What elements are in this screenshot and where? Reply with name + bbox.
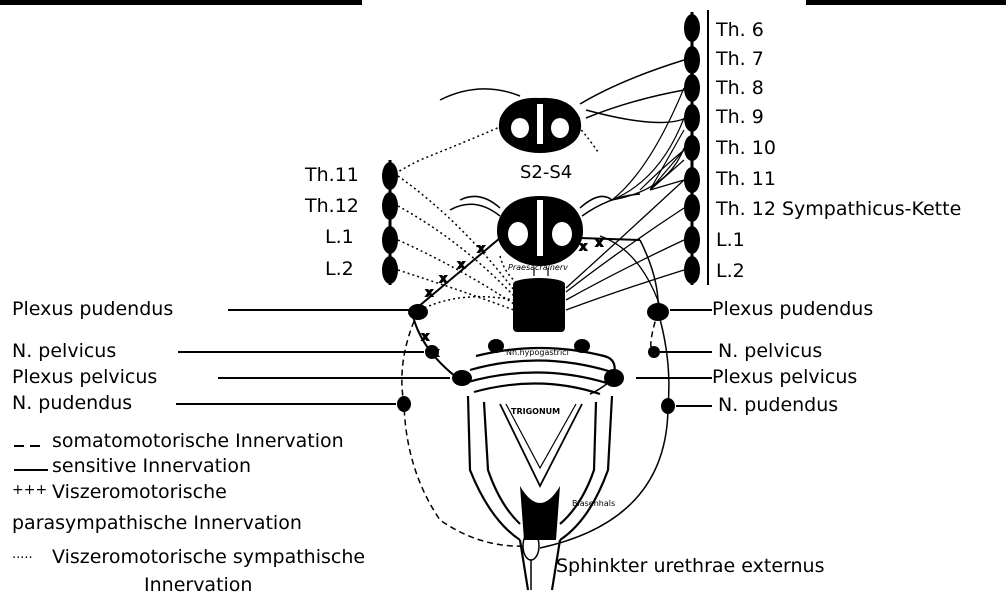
right-sympathetic-chain bbox=[684, 10, 708, 285]
label-right-plexus-pudendus: Plexus pudendus bbox=[712, 300, 873, 319]
bladder-neck-fill bbox=[520, 486, 560, 540]
label-nn-hypogastrici: Nn.hypogastrici bbox=[506, 349, 569, 357]
right-pointer-lines bbox=[636, 310, 712, 406]
legend-sensitive: sensitive Innervation bbox=[52, 457, 251, 476]
label-trigonum: TRIGONUM bbox=[511, 408, 560, 416]
label-left-plexus-pudendus: Plexus pudendus bbox=[12, 300, 173, 319]
svg-text:x: x bbox=[422, 330, 429, 343]
legend-sympathetic: Viszeromotorische sympathische bbox=[52, 548, 365, 567]
label-l1-right: L.1 bbox=[716, 231, 745, 250]
legend-sympathetic-innervation: Innervation bbox=[144, 576, 252, 595]
svg-text:x: x bbox=[580, 240, 587, 253]
legend-symbols bbox=[14, 446, 48, 470]
bladder bbox=[468, 348, 615, 590]
presacral-ganglion bbox=[513, 278, 565, 332]
label-l2-left: L.2 bbox=[325, 260, 354, 279]
label-th8: Th. 8 bbox=[716, 79, 764, 98]
svg-text:x: x bbox=[478, 242, 485, 255]
label-th7: Th. 7 bbox=[716, 50, 764, 69]
label-l1-left: L.1 bbox=[325, 228, 354, 247]
label-sphincter: Sphinkter urethrae externus bbox=[556, 557, 824, 576]
label-right-n-pelvicus: N. pelvicus bbox=[718, 342, 822, 361]
label-th11-left: Th.11 bbox=[305, 166, 359, 185]
legend-sympathetic-symbol: ..... bbox=[12, 548, 33, 561]
label-l2-right: L.2 bbox=[716, 262, 745, 281]
sphincter bbox=[523, 532, 539, 590]
label-th6: Th. 6 bbox=[716, 21, 764, 40]
label-praesacralnerv: Praesacralnerv bbox=[508, 264, 568, 272]
label-left-n-pudendus: N. pudendus bbox=[12, 394, 132, 413]
label-blasenhals: Blasenhals bbox=[572, 500, 615, 508]
svg-text:x: x bbox=[596, 236, 603, 249]
label-spinal-segment: S2-S4 bbox=[520, 164, 572, 182]
label-th11-right: Th. 11 bbox=[716, 170, 776, 189]
legend-visceromotor-symbol: +++ bbox=[12, 483, 47, 497]
svg-text:x: x bbox=[458, 258, 465, 271]
label-th9: Th. 9 bbox=[716, 108, 764, 127]
legend-somatomotoric: somatomotorische Innervation bbox=[52, 432, 344, 451]
label-right-plexus-pelvicus: Plexus pelvicus bbox=[712, 368, 857, 387]
top-border-bars bbox=[0, 0, 1006, 5]
label-left-plexus-pelvicus: Plexus pelvicus bbox=[12, 368, 157, 387]
label-th10: Th. 10 bbox=[716, 139, 776, 158]
label-th12-sympathicus: Th. 12 Sympathicus-Kette bbox=[716, 200, 961, 219]
left-sympathetic-chain bbox=[382, 160, 398, 285]
label-th12-left: Th.12 bbox=[305, 197, 359, 216]
legend-parasympathetic: parasympathische Innervation bbox=[12, 514, 302, 533]
left-pointer-lines bbox=[176, 310, 450, 404]
svg-text:x: x bbox=[426, 286, 433, 299]
legend-visceromotor: Viszeromotorische bbox=[52, 483, 227, 502]
left-plexus-nodes bbox=[397, 304, 472, 412]
label-left-n-pelvicus: N. pelvicus bbox=[12, 342, 116, 361]
svg-text:x: x bbox=[440, 272, 447, 285]
label-right-n-pudendus: N. pudendus bbox=[718, 396, 838, 415]
